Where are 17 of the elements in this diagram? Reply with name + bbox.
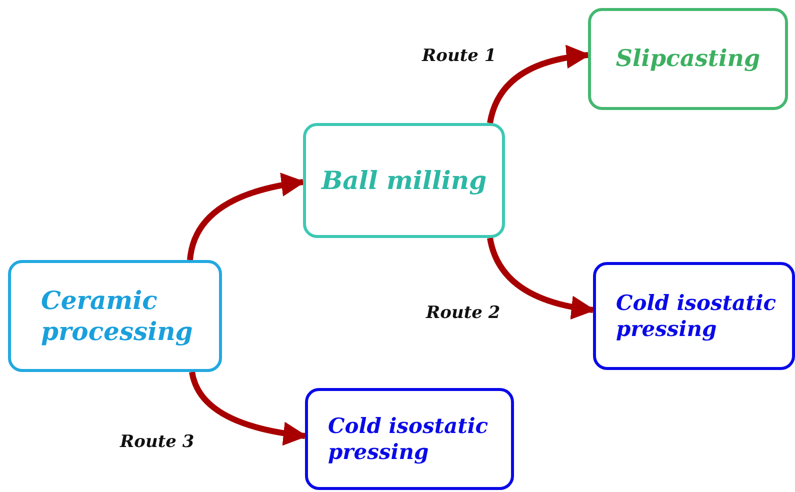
process-box bbox=[8, 260, 222, 372]
curved-arrow bbox=[487, 237, 596, 319]
box-label: Cold isostatic pressing bbox=[328, 412, 490, 466]
process-box bbox=[588, 8, 788, 110]
process-box bbox=[593, 262, 795, 370]
curved-arrow bbox=[187, 173, 306, 260]
curved-arrow bbox=[189, 371, 308, 446]
process-box bbox=[305, 388, 514, 490]
box-label: Slipcasting bbox=[616, 44, 760, 74]
process-box bbox=[303, 123, 505, 238]
edge-label: Route 2 bbox=[426, 303, 500, 323]
curved-arrow bbox=[487, 45, 590, 124]
edge-label: Route 3 bbox=[120, 432, 194, 452]
edge-label: Route 1 bbox=[422, 46, 496, 66]
box-label: Cold isostatic pressing bbox=[616, 290, 778, 342]
box-label: Ball milling bbox=[321, 164, 487, 196]
box-label: Ceramic processing bbox=[41, 284, 194, 348]
